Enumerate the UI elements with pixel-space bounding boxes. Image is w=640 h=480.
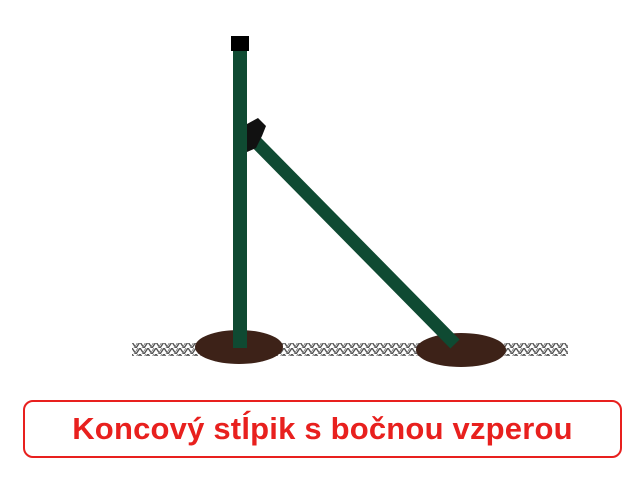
end-post xyxy=(233,48,247,348)
strut-bracket xyxy=(247,118,266,152)
caption-title: Koncový stĺpik s bočnou vzperou xyxy=(72,411,573,446)
strut-footing xyxy=(416,333,506,367)
side-strut xyxy=(249,135,460,349)
caption-box: Koncový stĺpik s bočnou vzperou xyxy=(23,400,622,458)
fence-post-illustration xyxy=(132,36,568,367)
post-cap xyxy=(231,36,249,51)
